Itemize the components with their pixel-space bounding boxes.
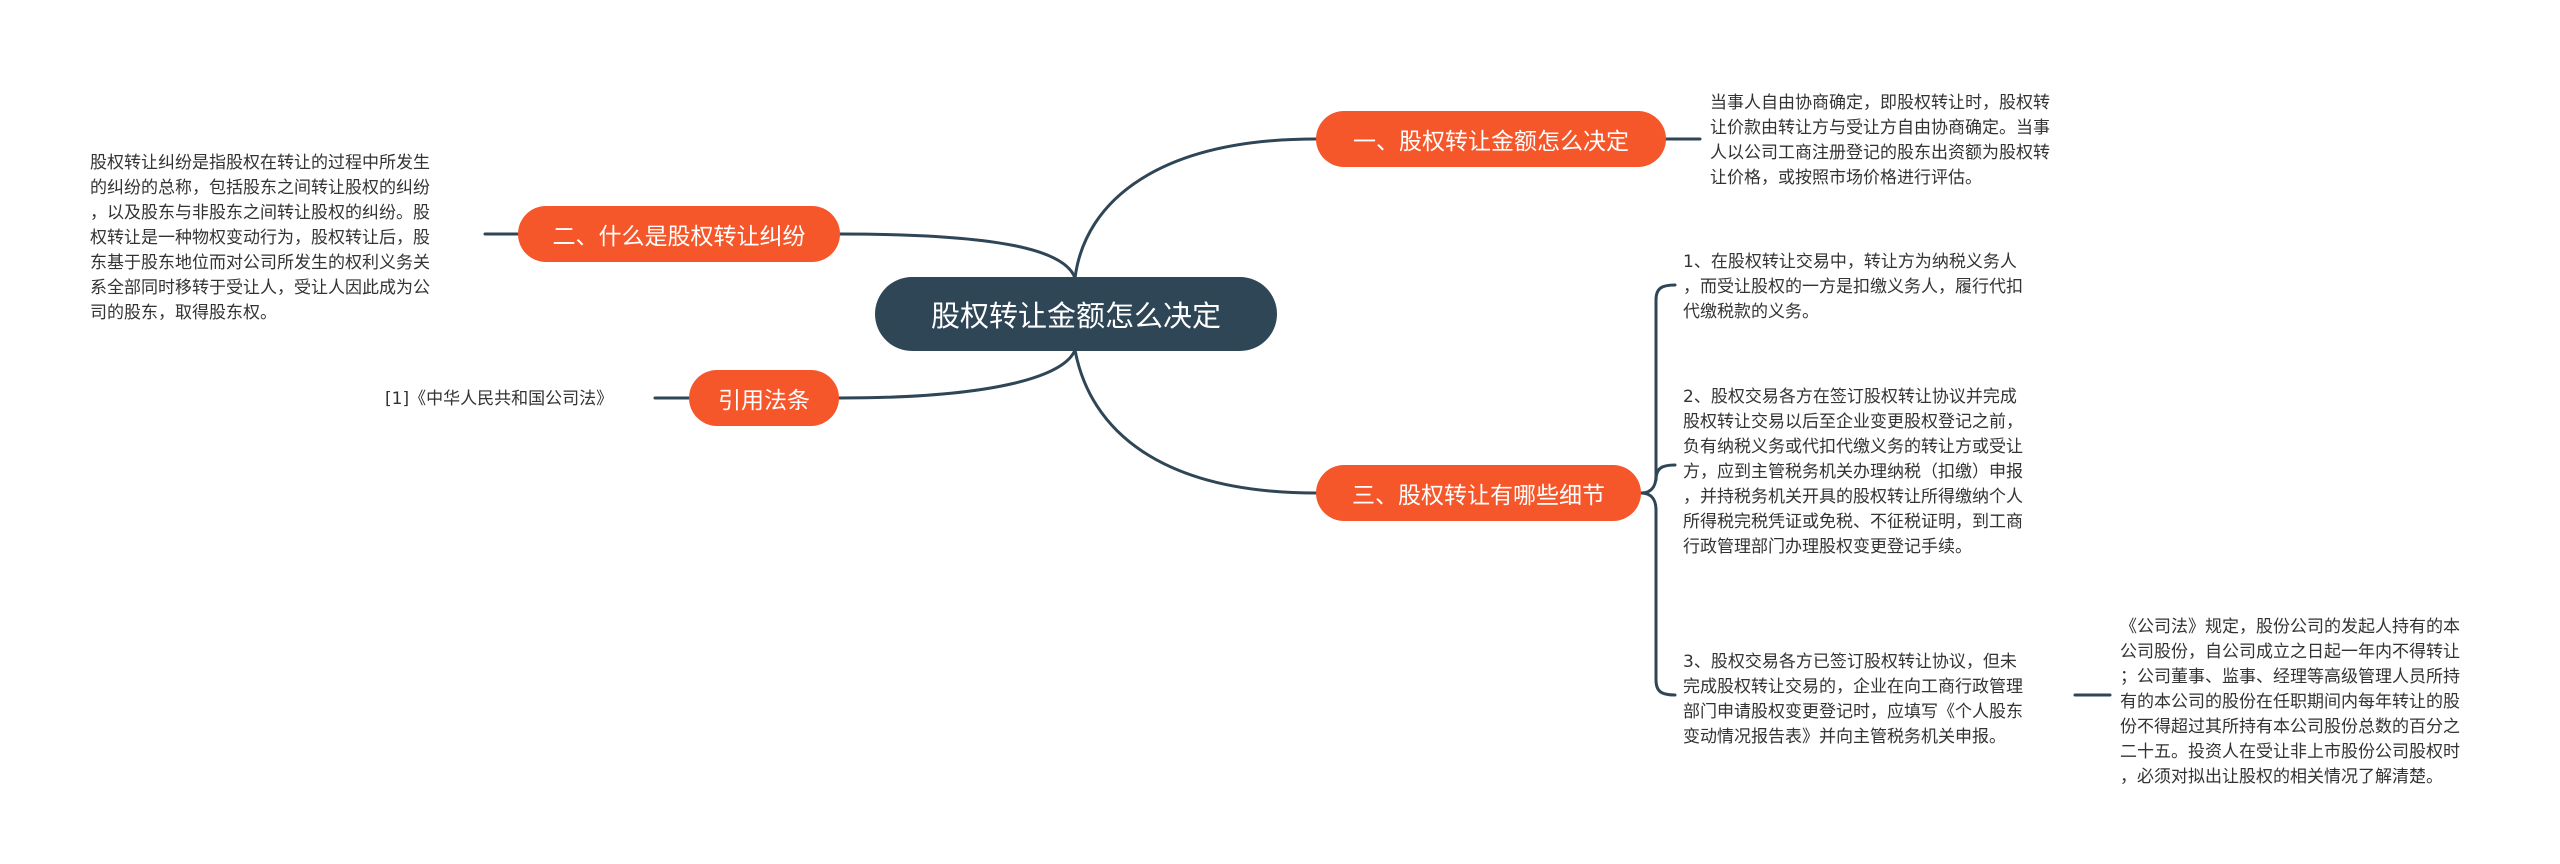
root-topic[interactable]: 股权转让金额怎么决定 [875,277,1277,351]
link-root-b4 [1073,348,1318,495]
link-b4-item3-top [1639,491,1677,697]
branch-amount-decision[interactable]: 一、股权转让金额怎么决定 [1316,111,1666,167]
branch-transfer-details[interactable]: 三、股权转让有哪些细节 [1316,465,1641,521]
link-root-b3 [837,348,1077,400]
branch-cited-law[interactable]: 引用法条 [689,370,839,426]
branch-dispute-definition[interactable]: 二、什么是股权转让纠纷 [518,206,840,262]
detail-cited-law: [1]《中华人民共和国公司法》 [385,389,614,409]
detail-dispute-definition: 股权转让纠纷是指股权在转让的过程中所发生 的纠纷的总称，包括股东之间转让股权的纠… [90,153,430,323]
detail-company-law-note: 《公司法》规定，股份公司的发起人持有的本 公司股份，自公司成立之日起一年内不得转… [2120,617,2460,787]
detail-transfer-item-3: 3、股权交易各方已签订股权转让协议，但未 完成股权转让交易的，企业在向工商行政管… [1683,652,2023,747]
detail-transfer-item-2: 2、股权交易各方在签订股权转让协议并完成 股权转让交易以后至企业变更股权登记之前… [1683,387,2023,557]
detail-transfer-item-1: 1、在股权转让交易中，转让方为纳税义务人 ，而受让股权的一方是扣缴义务人，履行代… [1683,252,2023,322]
link-root-b2 [838,232,1077,280]
link-root-b1 [1073,137,1318,280]
link-b4-item2 [1654,463,1677,482]
link-b4-bracket [1639,283,1677,495]
detail-amount-decision: 当事人自由协商确定，即股权转让时，股权转 让价款由转让方与受让方自由协商确定。当… [1710,93,2050,188]
